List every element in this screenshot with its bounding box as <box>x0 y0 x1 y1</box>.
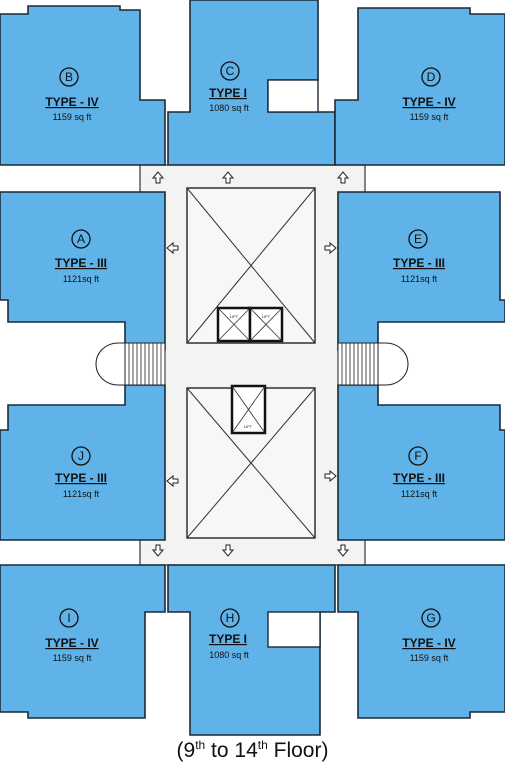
unit-h-area: 1080 sq ft <box>209 650 249 660</box>
unit-d: D TYPE - IV 1159 sq ft <box>402 67 456 122</box>
unit-e: E TYPE - III 1121sq ft <box>393 229 445 284</box>
unit-g-area: 1159 sq ft <box>410 653 449 663</box>
unit-f-shape <box>337 384 505 541</box>
unit-i-letter: I <box>67 611 70 625</box>
unit-g: G TYPE - IV 1159 sq ft <box>402 608 456 663</box>
unit-d-shape <box>334 7 505 166</box>
unit-h-letter: H <box>226 611 235 625</box>
unit-c-area: 1080 sq ft <box>209 103 249 113</box>
arrow-up-b <box>151 171 165 184</box>
unit-f-area: 1121sq ft <box>401 489 438 499</box>
unit-a-letter: A <box>77 232 85 246</box>
unit-j: J TYPE - III 1121sq ft <box>55 446 107 499</box>
arrow-right-f <box>324 469 337 483</box>
unit-b-letter: B <box>65 70 73 84</box>
floor-range-caption: (9th to 14th Floor) <box>0 738 505 763</box>
arrow-down-g <box>336 544 350 557</box>
lift-2 <box>248 306 284 343</box>
lift-label-3: LIFT <box>244 424 253 429</box>
arrow-left-a <box>166 241 179 255</box>
arrow-down-h <box>221 544 235 557</box>
unit-j-letter: J <box>78 449 84 463</box>
unit-j-type: TYPE - III <box>55 471 107 485</box>
lift-label-1: LIFT <box>230 314 239 319</box>
unit-d-letter: D <box>427 70 436 84</box>
caption-close: Floor) <box>267 739 329 762</box>
unit-i-type: TYPE - IV <box>45 636 98 650</box>
unit-h: H TYPE I 1080 sq ft <box>209 608 249 660</box>
unit-g-type: TYPE - IV <box>402 636 455 650</box>
unit-h-type: TYPE I <box>209 632 247 646</box>
caption-open: (9 <box>176 739 196 762</box>
arrow-up-c <box>221 171 235 184</box>
caption-sup-1: th <box>195 738 206 752</box>
unit-e-area: 1121sq ft <box>401 274 438 284</box>
lift-1 <box>216 306 252 343</box>
stair-right <box>337 342 409 386</box>
lift-3 <box>230 384 267 435</box>
unit-a: A TYPE - III 1121sq ft <box>55 229 107 284</box>
unit-d-area: 1159 sq ft <box>410 112 449 122</box>
unit-b-type: TYPE - IV <box>45 95 98 109</box>
notch-h <box>267 611 321 648</box>
lift-label-2: LIFT <box>262 314 271 319</box>
caption-mid: to 14 <box>205 739 258 762</box>
arrow-down-i <box>151 544 165 557</box>
unit-j-area: 1121sq ft <box>63 489 100 499</box>
unit-d-type: TYPE - IV <box>402 95 455 109</box>
unit-c-letter: C <box>226 64 235 78</box>
stair-left <box>95 342 166 386</box>
unit-i: I TYPE - IV 1159 sq ft <box>45 608 99 663</box>
unit-c-type: TYPE I <box>209 86 247 100</box>
unit-i-area: 1159 sq ft <box>53 653 92 663</box>
unit-e-type: TYPE - III <box>393 256 445 270</box>
notch-c <box>267 79 319 113</box>
unit-b: B TYPE - IV 1159 sq ft <box>45 67 99 122</box>
unit-b-shape <box>0 5 166 166</box>
caption-sup-2: th <box>257 738 268 752</box>
unit-a-type: TYPE - III <box>55 256 107 270</box>
unit-e-letter: E <box>414 232 422 246</box>
unit-a-shape <box>0 191 166 351</box>
unit-f: F TYPE - III 1121sq ft <box>393 446 445 499</box>
unit-e-shape <box>337 191 505 351</box>
arrow-up-d <box>336 171 350 184</box>
unit-f-type: TYPE - III <box>393 471 445 485</box>
arrow-right-e <box>324 241 337 255</box>
unit-c: C TYPE I 1080 sq ft <box>209 61 249 113</box>
unit-h-shape <box>167 564 336 736</box>
unit-a-area: 1121sq ft <box>63 274 100 284</box>
unit-g-shape <box>337 564 505 719</box>
arrow-left-j <box>166 474 179 488</box>
unit-j-shape <box>0 384 166 541</box>
unit-f-letter: F <box>414 449 421 463</box>
unit-g-letter: G <box>426 611 435 625</box>
unit-i-shape <box>0 564 166 719</box>
unit-b-area: 1159 sq ft <box>53 112 92 122</box>
entry-arrows <box>151 171 350 557</box>
